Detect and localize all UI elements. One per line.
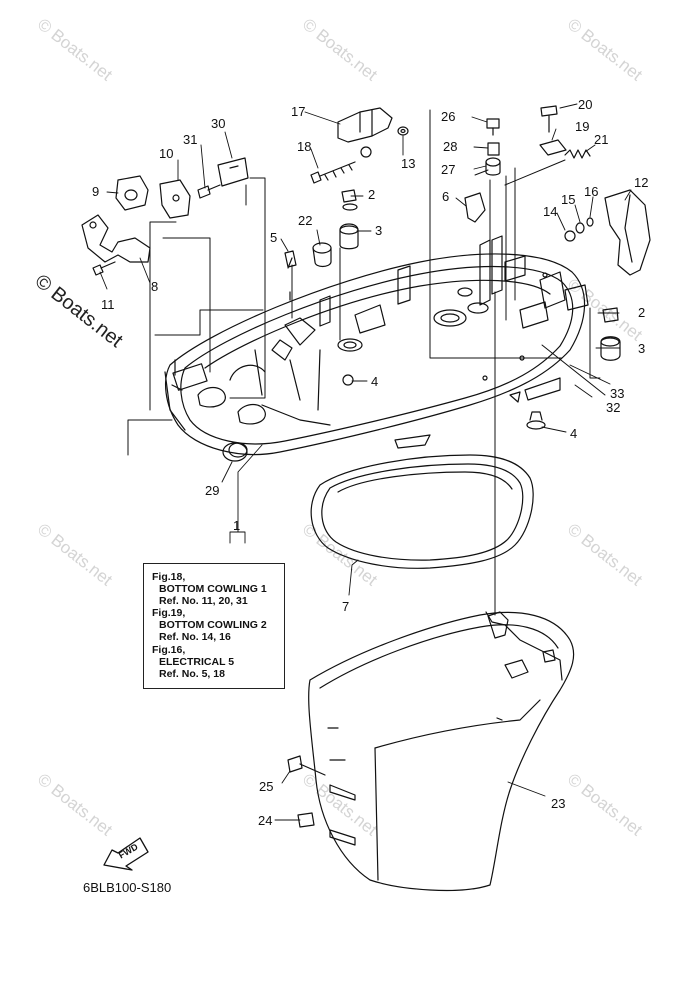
- part-25-bolt: [287, 755, 326, 776]
- callout-10: 10: [159, 146, 174, 161]
- callout-25: 25: [259, 779, 274, 794]
- part-29-plug: [222, 442, 248, 462]
- part-8-lever: [81, 214, 151, 263]
- callout-3: 3: [375, 223, 383, 238]
- part-9-knob: [115, 175, 149, 211]
- part-12-bracket: [604, 189, 651, 276]
- callout-12: 12: [634, 175, 649, 190]
- callout-23: 23: [551, 796, 566, 811]
- callout-8: 8: [151, 279, 159, 294]
- note-line: ELECTRICAL 5: [159, 655, 235, 668]
- part-6-clamp: [464, 192, 486, 223]
- callout-9: 9: [92, 184, 100, 199]
- part-3-mount-right: [600, 336, 621, 361]
- callout-22: 22: [298, 213, 313, 228]
- tray-leader-frames: [127, 109, 606, 456]
- note-line: Fig.16,: [152, 643, 186, 656]
- callout-3: 3: [638, 341, 646, 356]
- note-line: Ref. No. 14, 16: [159, 631, 231, 644]
- callout-27: 27: [441, 162, 456, 177]
- leader-lines: [99, 103, 632, 821]
- lower-cowling: [308, 611, 575, 892]
- callout-31: 31: [183, 132, 198, 147]
- callout-26: 26: [441, 109, 456, 124]
- callout-21: 21: [594, 132, 609, 147]
- seal-ring: [310, 454, 534, 569]
- part-3-mount-top: [339, 223, 359, 250]
- note-line: BOTTOM COWLING 2: [159, 619, 267, 632]
- callout-1: 1: [233, 518, 241, 533]
- part-18-bolt: [310, 161, 356, 184]
- part-5-plug: [284, 250, 297, 268]
- part-26-bolt: [486, 118, 500, 136]
- note-line: Ref. No. 11, 20, 31: [159, 595, 248, 608]
- part-31-screw: [197, 184, 221, 199]
- part-11-screw: [92, 261, 116, 276]
- callout-28: 28: [443, 139, 458, 154]
- part-2-bolt-top: [341, 189, 358, 211]
- callout-2: 2: [638, 305, 646, 320]
- part-28-collar: [487, 142, 500, 156]
- note-line: Fig.18,: [152, 571, 186, 583]
- callout-29: 29: [205, 483, 220, 498]
- callout-2: 2: [368, 187, 376, 202]
- part-27-grommet: [485, 157, 501, 176]
- part-10-plate: [159, 179, 191, 219]
- callout-14: 14: [543, 204, 558, 219]
- callout-30: 30: [211, 116, 226, 131]
- part-19-plate: [539, 139, 567, 156]
- callout-17: 17: [291, 104, 306, 119]
- diagram-id: 6BLB100-S180: [83, 880, 172, 895]
- callout-18: 18: [297, 139, 312, 154]
- callout-15: 15: [561, 192, 576, 207]
- callout-11: 11: [101, 297, 115, 312]
- part-17-bracket: [337, 107, 393, 158]
- note-line: Fig.19,: [152, 607, 186, 620]
- callout-7: 7: [342, 599, 350, 614]
- part-4-grommet-right: [526, 411, 546, 430]
- bottom-cowling-tray: [164, 235, 589, 456]
- callout-33: 33: [610, 386, 625, 401]
- callout-19: 19: [575, 119, 590, 134]
- callout-16: 16: [584, 184, 599, 199]
- part-22-grommet: [312, 242, 332, 268]
- part-2-bolt-right: [602, 307, 619, 323]
- part-21-spring: [564, 149, 591, 159]
- callout-6: 6: [442, 189, 450, 204]
- fwd-arrow-icon: [103, 837, 149, 871]
- callout-24: 24: [258, 813, 273, 828]
- note-line: BOTTOM COWLING 1: [159, 583, 267, 596]
- callout-13: 13: [401, 156, 416, 171]
- part-20-bolt: [540, 105, 558, 133]
- callout-5: 5: [270, 230, 278, 245]
- callout-20: 20: [578, 97, 593, 112]
- reference-note-box: Fig.18, BOTTOM COWLING 1 Ref. No. 11, 20…: [143, 563, 285, 689]
- callout-32: 32: [606, 400, 621, 415]
- part-30-plate: [217, 157, 249, 187]
- note-line: Ref. No. 5, 18: [159, 667, 225, 680]
- callout-4: 4: [371, 374, 379, 389]
- part-14-15-16-small: [564, 217, 594, 242]
- part-24-nut: [297, 812, 315, 828]
- part-13-washer: [397, 126, 409, 136]
- callout-4: 4: [570, 426, 578, 441]
